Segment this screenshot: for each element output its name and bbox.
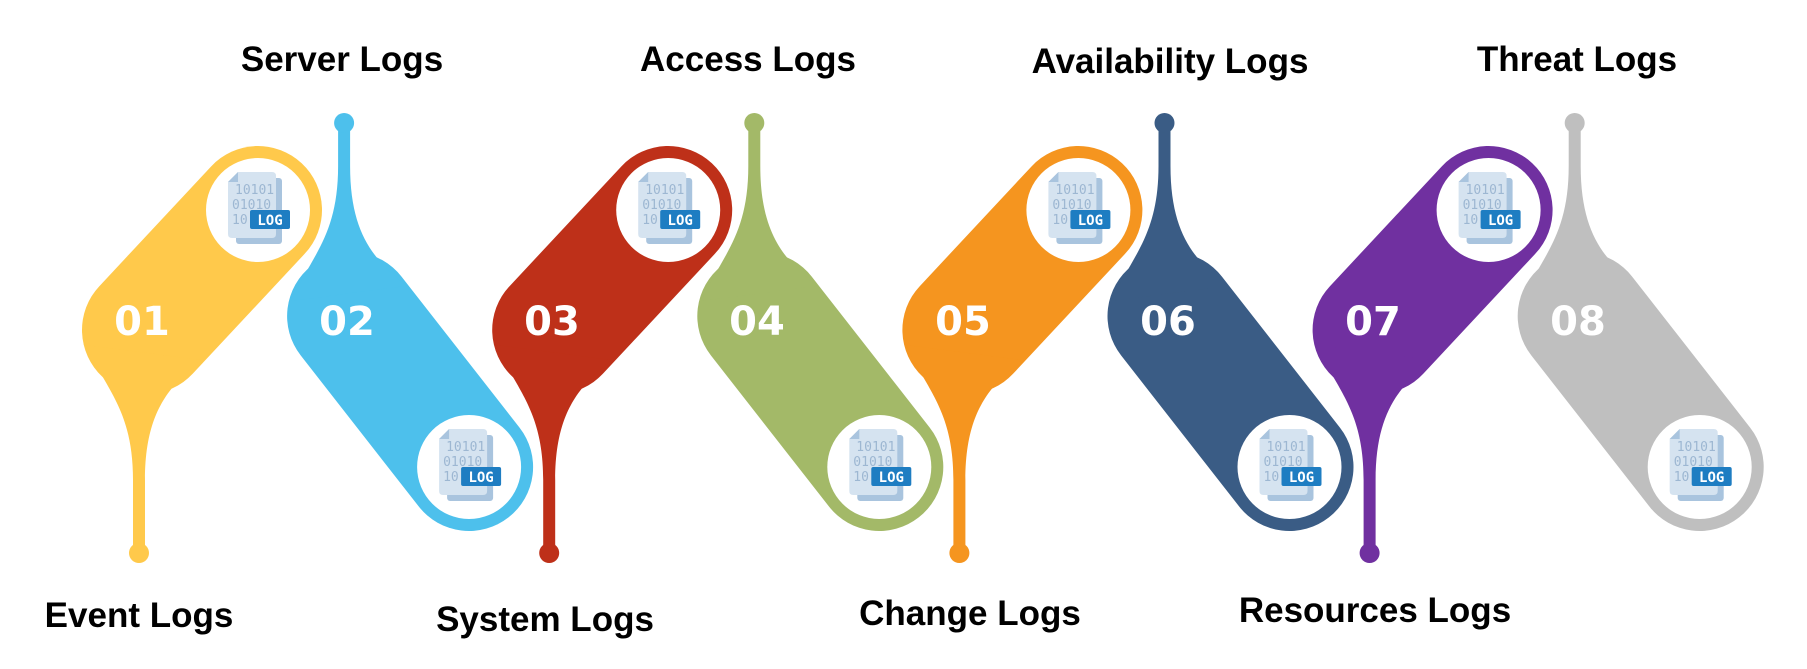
stem	[496, 345, 612, 545]
binary-text: 01010	[443, 455, 482, 470]
log-badge	[1070, 210, 1111, 229]
step-number-07: 07	[1345, 299, 1401, 345]
label-access-logs: Access Logs	[640, 40, 856, 79]
stem-end-dot	[744, 113, 765, 133]
stem	[1111, 130, 1227, 301]
stem	[906, 345, 1022, 545]
binary-text: 10	[853, 470, 869, 485]
binary-text: 10101	[446, 440, 485, 455]
stem	[701, 130, 817, 301]
log-badge-text: LOG	[1699, 470, 1724, 486]
label-change-logs: Change Logs	[859, 594, 1081, 633]
log-badge	[461, 467, 502, 486]
step-number-04: 04	[729, 299, 785, 345]
binary-text: 01010	[1052, 198, 1091, 213]
binary-text: 10	[1052, 213, 1068, 228]
log-badge	[1281, 467, 1322, 486]
binary-text: 10101	[1466, 183, 1505, 198]
step-number-01: 01	[114, 299, 170, 345]
step-number-06: 06	[1140, 299, 1196, 345]
binary-text: 10	[443, 470, 459, 485]
binary-text: 10	[642, 213, 658, 228]
stem-end-dot	[1564, 113, 1585, 133]
label-threat-logs: Threat Logs	[1476, 40, 1678, 79]
log-badge-text: LOG	[668, 213, 693, 229]
binary-text: 10	[1463, 213, 1479, 228]
document-fold	[1259, 429, 1270, 439]
binary-text: 01010	[642, 198, 681, 213]
stem-end-dot	[129, 543, 149, 563]
label-availability-logs: Availability Logs	[1031, 42, 1309, 81]
document-fold	[1048, 172, 1059, 182]
log-badge	[871, 467, 912, 486]
log-badge	[660, 210, 701, 229]
log-badge-text: LOG	[1289, 470, 1314, 486]
log-badge-text: LOG	[1488, 213, 1513, 229]
stem-end-dot	[1154, 113, 1175, 133]
label-event-logs: Event Logs	[44, 596, 234, 635]
step-number-05: 05	[935, 299, 991, 345]
step-number-02: 02	[319, 299, 375, 345]
binary-text: 10	[232, 213, 248, 228]
document-fold	[1458, 172, 1469, 182]
document-fold	[849, 429, 860, 439]
stem	[291, 130, 407, 301]
label-server-logs: Server Logs	[240, 40, 444, 79]
stem	[86, 345, 201, 545]
document-fold	[439, 429, 450, 439]
log-badge	[250, 210, 290, 229]
binary-text: 10101	[1267, 440, 1306, 455]
log-badge-text: LOG	[879, 470, 904, 486]
binary-text: 10	[1264, 470, 1280, 485]
stem	[1521, 130, 1637, 301]
stem	[1316, 345, 1432, 545]
binary-text: 10101	[1055, 183, 1094, 198]
step-number-08: 08	[1550, 299, 1606, 345]
label-resources-logs: Resources Logs	[1238, 591, 1512, 630]
stem-end-dot	[539, 543, 560, 563]
binary-text: 10101	[645, 183, 684, 198]
step-number-03: 03	[524, 299, 580, 345]
binary-text: 01010	[853, 455, 892, 470]
binary-text: 01010	[1463, 198, 1502, 213]
log-badge-text: LOG	[257, 213, 282, 229]
log-badge	[1691, 467, 1732, 486]
binary-text: 10101	[856, 440, 895, 455]
document-fold	[1669, 429, 1680, 439]
binary-text: 01010	[1264, 455, 1303, 470]
binary-text: 10	[1674, 470, 1690, 485]
binary-text: 10101	[235, 183, 274, 198]
binary-text: 01010	[1674, 455, 1713, 470]
log-badge-text: LOG	[1078, 213, 1103, 229]
document-fold	[228, 172, 238, 182]
log-badge-text: LOG	[468, 470, 493, 486]
document-fold	[638, 172, 649, 182]
stem-end-dot	[949, 543, 970, 563]
binary-text: 10101	[1677, 440, 1716, 455]
log-badge	[1480, 210, 1521, 229]
binary-text: 01010	[232, 198, 271, 213]
stem-end-dot	[1359, 543, 1380, 563]
stem-end-dot	[334, 113, 355, 133]
label-system-logs: System Logs	[436, 600, 654, 639]
